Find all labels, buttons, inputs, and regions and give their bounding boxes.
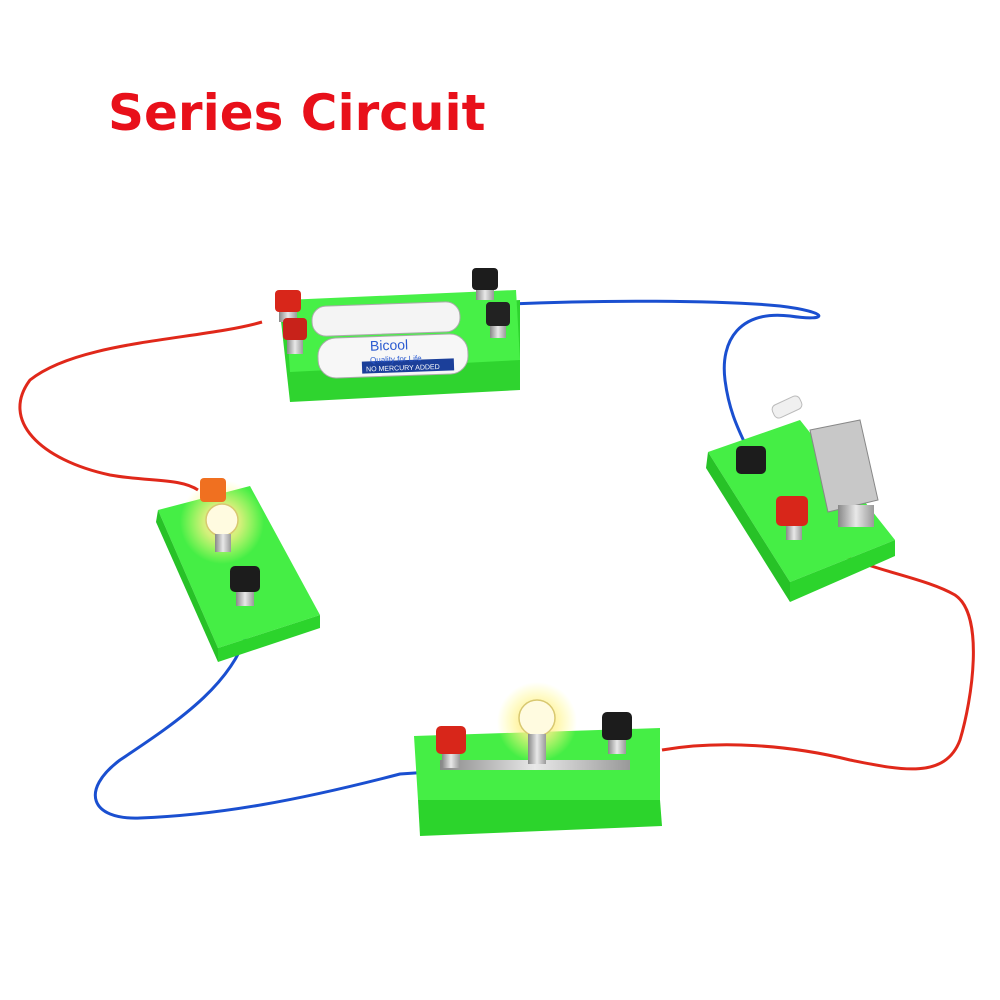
battery-red-terminal-bottom[interactable] bbox=[283, 318, 307, 354]
bottom-board-black-terminal[interactable] bbox=[602, 712, 632, 754]
wires bbox=[18, 299, 975, 820]
battery-black-terminal-top[interactable] bbox=[472, 268, 498, 300]
left-board-orange-terminal[interactable] bbox=[200, 478, 226, 502]
blue-wire-battery-to-switch bbox=[509, 299, 821, 461]
battery-brand: Bicool bbox=[370, 336, 409, 353]
left-bulb bbox=[205, 503, 239, 552]
left-board-black-terminal[interactable] bbox=[230, 566, 260, 606]
page-title: Series Circuit bbox=[108, 84, 486, 142]
bottom-board-red-terminal[interactable] bbox=[436, 726, 466, 768]
battery-holder: Bicool Quality for Life NO MERCURY ADDED bbox=[275, 268, 520, 402]
switch-black-terminal[interactable] bbox=[736, 446, 766, 474]
switch-red-terminal[interactable] bbox=[776, 496, 808, 540]
knife-switch[interactable] bbox=[770, 394, 879, 527]
bottom-bulb bbox=[518, 699, 556, 764]
battery-black-terminal-bottom[interactable] bbox=[486, 302, 510, 338]
red-wire-switch-to-bottom-bulb bbox=[661, 538, 975, 771]
red-wire-battery-to-left-bulb bbox=[18, 320, 263, 492]
bottom-bulb-board bbox=[414, 682, 662, 836]
blue-wire-left-bulb-to-bottom-bulb bbox=[93, 619, 431, 820]
battery-red-terminal-top[interactable] bbox=[275, 290, 301, 322]
left-bulb-board bbox=[156, 478, 320, 662]
battery-label: NO MERCURY ADDED bbox=[366, 364, 440, 374]
battery-tagline: Quality for Life bbox=[370, 354, 422, 365]
switch-board bbox=[706, 394, 895, 602]
